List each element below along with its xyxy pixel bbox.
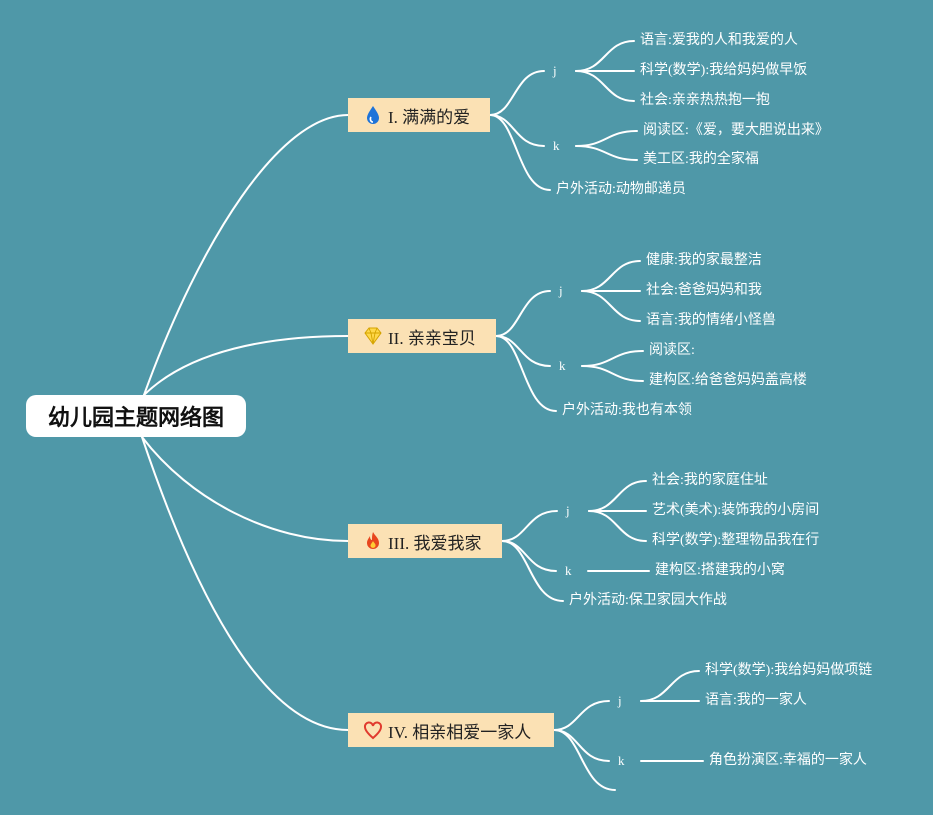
- leaf-label[interactable]: 艺术(美术):装饰我的小房间: [652, 503, 820, 518]
- leaf-connector: [581, 290, 641, 322]
- leaf-connector: [581, 350, 644, 367]
- topic-node[interactable]: II. 亲亲宝贝: [348, 319, 496, 353]
- group-label[interactable]: j: [618, 693, 622, 708]
- leaf-connector: [575, 130, 638, 147]
- group-connector: [495, 335, 551, 367]
- outdoor-connector: [501, 540, 564, 602]
- heart-icon: [362, 719, 384, 741]
- leaf-label[interactable]: 阅读区:: [649, 343, 695, 358]
- outdoor-connector: [553, 729, 616, 791]
- topic-label: II. 亲亲宝贝: [388, 328, 476, 348]
- topic-label: IV. 相亲相爱一家人: [388, 722, 532, 742]
- fire-icon: [362, 530, 384, 552]
- group-connector: [489, 114, 545, 147]
- root-node[interactable]: 幼儿园主题网络图: [26, 395, 246, 437]
- leaf-connector: [575, 70, 635, 102]
- root-connector: [141, 436, 349, 542]
- leaf-label[interactable]: 阅读区:《爱，要大胆说出来》: [643, 123, 829, 138]
- diamond-icon: [362, 325, 384, 347]
- group-label[interactable]: j: [553, 63, 557, 78]
- group-connector: [553, 729, 610, 762]
- leaf-connector: [581, 365, 644, 382]
- group-label[interactable]: k: [565, 563, 572, 578]
- outdoor-connector: [489, 114, 551, 191]
- leaf-label[interactable]: 语言:爱我的人和我爱的人: [640, 33, 798, 48]
- leaf-label[interactable]: 语言:我的一家人: [705, 693, 807, 708]
- outdoor-connector: [495, 335, 557, 412]
- outdoor-label[interactable]: 户外活动:动物邮递员: [556, 182, 686, 197]
- leaf-label[interactable]: 社会:我的家庭住址: [652, 473, 768, 488]
- topic-node[interactable]: III. 我爱我家: [348, 524, 502, 558]
- leaf-connector: [581, 260, 641, 292]
- leaf-label[interactable]: 语言:我的情绪小怪兽: [646, 313, 776, 328]
- root-connector: [141, 436, 349, 731]
- group-label[interactable]: j: [559, 283, 563, 298]
- leaf-connector: [588, 510, 647, 542]
- outdoor-label[interactable]: 户外活动:我也有本领: [562, 403, 692, 418]
- root-connector: [143, 114, 349, 396]
- topic-label: III. 我爱我家: [388, 533, 482, 553]
- leaf-label[interactable]: 社会:爸爸妈妈和我: [646, 283, 762, 298]
- leaf-label[interactable]: 健康:我的家最整洁: [646, 253, 762, 268]
- leaf-label[interactable]: 科学(数学):我给妈妈做项链: [705, 663, 873, 678]
- leaf-label[interactable]: 科学(数学):整理物品我在行: [652, 533, 820, 548]
- leaf-label[interactable]: 美工区:我的全家福: [643, 152, 759, 167]
- leaf-connector: [575, 40, 635, 72]
- leaf-connector: [588, 480, 647, 512]
- topic-node[interactable]: IV. 相亲相爱一家人: [348, 713, 554, 747]
- group-label[interactable]: k: [559, 358, 566, 373]
- drop-icon: [362, 104, 384, 126]
- leaf-label[interactable]: 社会:亲亲热热抱一抱: [640, 93, 770, 108]
- outdoor-label[interactable]: 户外活动:保卫家园大作战: [569, 593, 727, 608]
- leaf-label[interactable]: 建构区:给爸爸妈妈盖高楼: [649, 373, 807, 388]
- group-connector: [553, 700, 610, 731]
- root-label: 幼儿园主题网络图: [47, 406, 224, 431]
- group-label[interactable]: k: [618, 753, 625, 768]
- topic-label: I. 满满的爱: [388, 107, 471, 127]
- group-connector: [501, 510, 558, 542]
- group-connector: [495, 290, 551, 337]
- topic-node[interactable]: I. 满满的爱: [348, 98, 490, 132]
- group-label[interactable]: k: [553, 138, 560, 153]
- leaf-label[interactable]: 建构区:搭建我的小窝: [655, 563, 785, 578]
- leaf-label[interactable]: 角色扮演区:幸福的一家人: [709, 753, 867, 768]
- group-label[interactable]: j: [566, 503, 570, 518]
- group-connector: [489, 70, 545, 116]
- leaf-label[interactable]: 科学(数学):我给妈妈做早饭: [640, 63, 808, 78]
- root-connector: [143, 335, 349, 396]
- leaf-connector: [575, 145, 638, 161]
- leaf-connector: [640, 670, 700, 702]
